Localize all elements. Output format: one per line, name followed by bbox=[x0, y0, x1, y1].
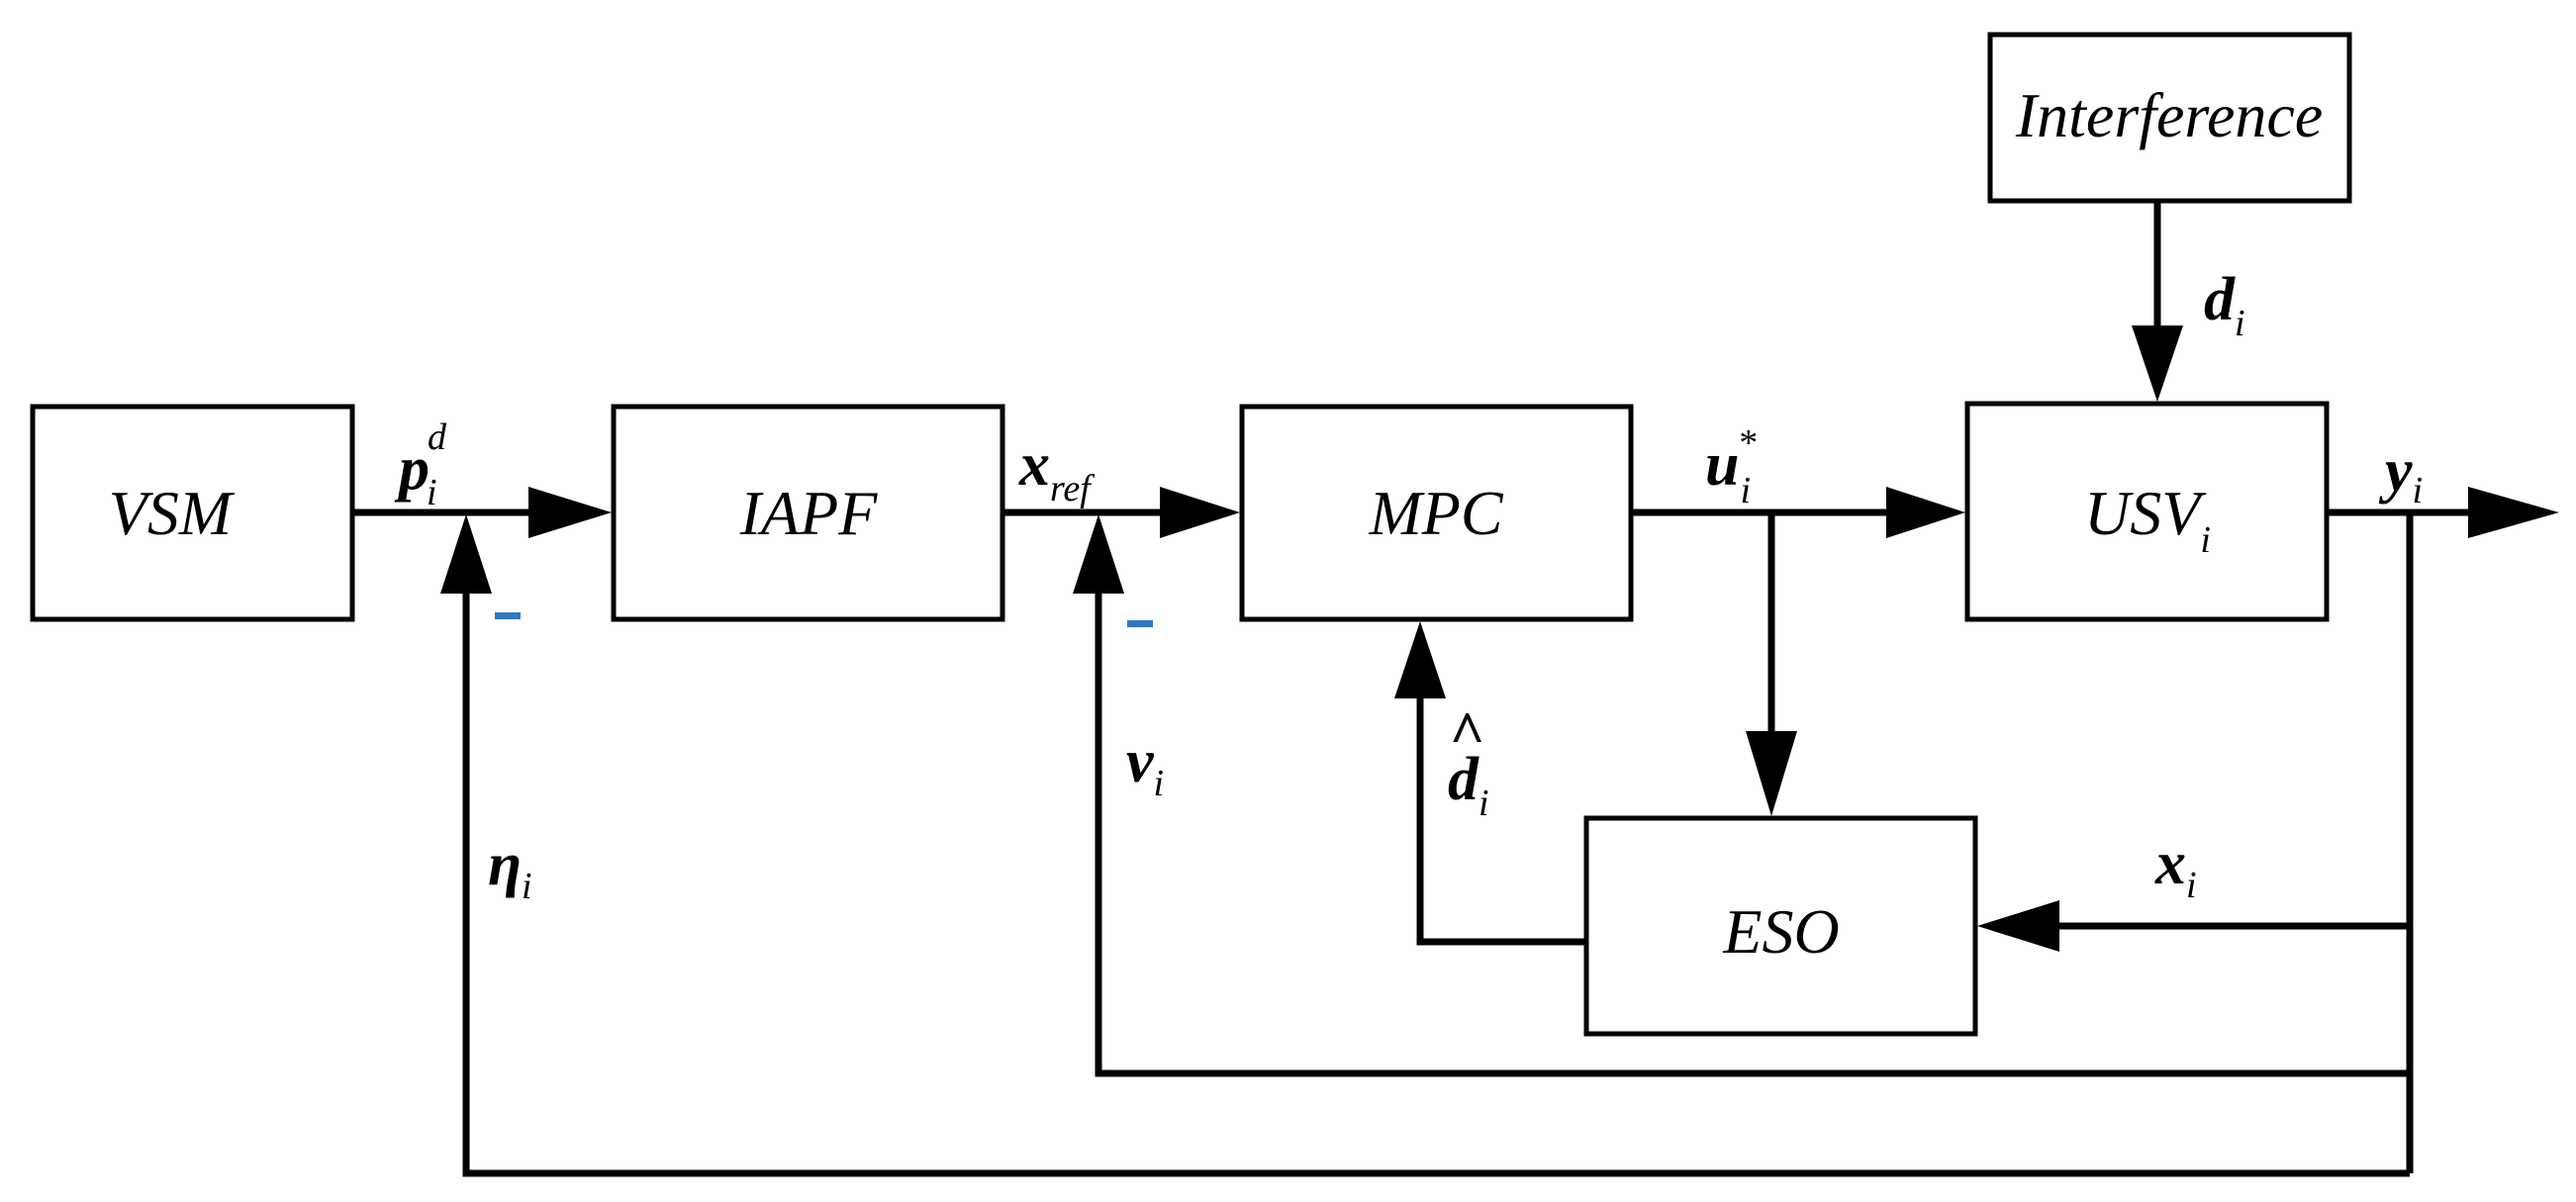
wire-eso-to-mpc bbox=[1416, 693, 1586, 946]
arrow-output bbox=[2468, 487, 2559, 538]
signal-xref-label: xref bbox=[1018, 431, 1095, 509]
vsm-box bbox=[30, 404, 355, 622]
arrow-into-iapf bbox=[528, 487, 612, 538]
vsm-label: VSM bbox=[109, 478, 236, 548]
minus-sign-summer-2 bbox=[1127, 620, 1153, 627]
arrow-into-eso-right bbox=[1977, 900, 2059, 952]
signal-dhat-accent: ^ bbox=[1449, 700, 1483, 768]
arrow-disturbance-into-usv bbox=[2132, 325, 2183, 402]
signal-v-label: vi bbox=[1126, 728, 1164, 804]
arrow-v-into-summer bbox=[1073, 514, 1124, 594]
signal-d-label: di bbox=[2204, 266, 2245, 344]
signal-dhat-label: di bbox=[1448, 746, 1489, 824]
arrow-eta-into-summer bbox=[440, 514, 492, 594]
interference-label: Interference bbox=[2015, 80, 2323, 150]
arrow-into-mpc bbox=[1160, 487, 1240, 538]
signal-u-label: u*i bbox=[1705, 422, 1756, 511]
arrow-into-mpc-bottom bbox=[1394, 621, 1446, 698]
iapf-block: IAPF bbox=[611, 404, 1005, 622]
usv-label-sub: i bbox=[2200, 519, 2211, 561]
interference-box bbox=[1987, 32, 2352, 204]
usv-label-main: USV bbox=[2084, 478, 2207, 548]
signal-eta-label: ηi bbox=[488, 831, 532, 907]
eso-path bbox=[1394, 512, 2410, 952]
feedback-paths bbox=[440, 512, 2414, 1177]
signal-y-label: yi bbox=[2378, 437, 2423, 511]
iapf-label: IAPF bbox=[739, 478, 879, 548]
arrow-into-usv bbox=[1886, 487, 1965, 538]
eso-label: ESO bbox=[1722, 896, 1839, 967]
usv-block: USVi bbox=[1964, 401, 2330, 622]
minus-sign-summer-1 bbox=[495, 612, 521, 619]
mpc-box bbox=[1239, 404, 1634, 622]
vsm-block: VSM bbox=[30, 404, 355, 622]
mpc-label: MPC bbox=[1368, 478, 1503, 548]
wire-eta-feedback bbox=[462, 588, 2410, 1177]
mpc-block: MPC bbox=[1239, 404, 1634, 622]
wire-v-feedback bbox=[1095, 588, 2410, 1077]
signal-x-label: xi bbox=[2154, 830, 2197, 906]
forward-path bbox=[352, 201, 2559, 538]
iapf-box bbox=[611, 404, 1005, 622]
interference-block: Interference bbox=[1987, 32, 2352, 204]
eso-block: ESO bbox=[1583, 815, 1978, 1037]
usv-label: USVi bbox=[2084, 478, 2211, 561]
arrow-into-eso-top bbox=[1746, 731, 1797, 816]
eso-box bbox=[1583, 815, 1978, 1037]
